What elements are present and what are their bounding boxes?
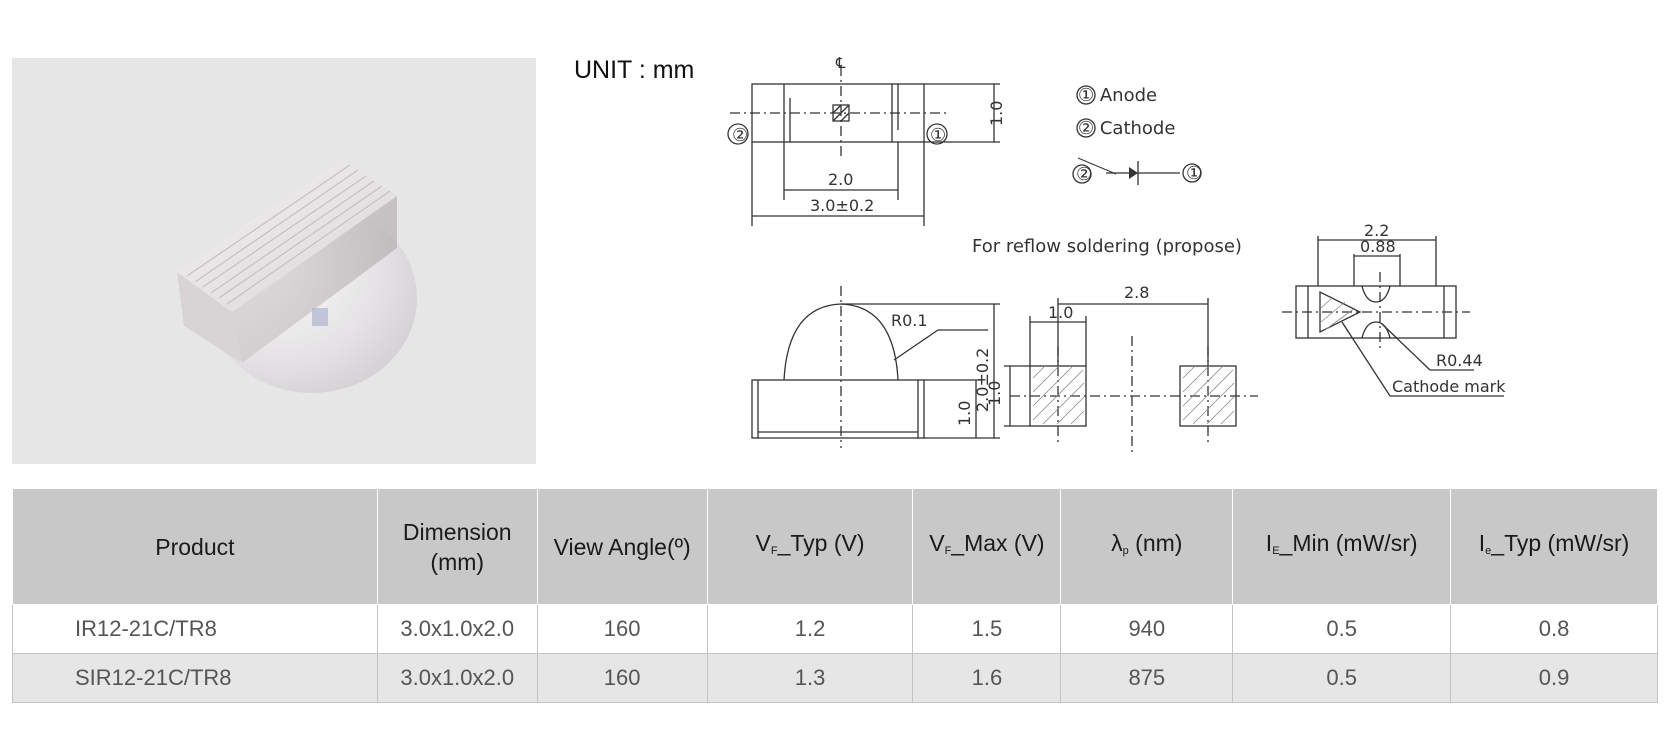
- dim-pad-height: 1.0: [985, 381, 1004, 406]
- cell-view-angle: 160: [536, 604, 708, 654]
- dim-side-total: 2.0±0.2: [973, 348, 992, 412]
- dimension-drawing: ℄ ② ① 2.0 3.0±0.2 1.0 ① Anode ② Cathode …: [727, 54, 1506, 456]
- side-radius-label: R0.1: [891, 311, 928, 330]
- dim-top-height: 1.0: [987, 101, 1006, 126]
- cell-dimension: 3.0x1.0x2.0: [376, 604, 538, 654]
- cell-wavelength: 875: [1060, 653, 1234, 703]
- dim-side-body: 1.0: [955, 401, 974, 426]
- col-wavelength: λp (nm): [1060, 488, 1234, 605]
- cell-ie-typ: 0.9: [1450, 653, 1658, 703]
- pin-cathode-label: ② Cathode: [1078, 118, 1175, 139]
- pin-anode-label: ① Anode: [1078, 85, 1157, 106]
- cell-vf-max: 1.6: [912, 653, 1062, 703]
- col-view-angle: View Angle(º): [536, 488, 708, 605]
- cell-product: SIR12-21C/TR8: [12, 653, 378, 703]
- cell-wavelength: 940: [1060, 604, 1234, 654]
- product-photo: [12, 58, 536, 464]
- cell-dimension: 3.0x1.0x2.0: [376, 653, 538, 703]
- bottom-radius-label: R0.44: [1436, 351, 1483, 370]
- dim-top-inner: 2.0: [828, 170, 853, 189]
- dim-pad-span: 2.8: [1124, 283, 1149, 302]
- symbol-pin2-label: ②: [1076, 164, 1092, 185]
- unit-label: UNIT : mm: [574, 56, 695, 84]
- spec-table: Product Dimension(mm) View Angle(º) VF_T…: [12, 488, 1658, 703]
- symbol-pin1-label: ①: [1186, 163, 1202, 184]
- cell-ie-typ: 0.8: [1450, 604, 1658, 654]
- col-dimension: Dimension(mm): [376, 488, 538, 605]
- cell-ie-min: 0.5: [1232, 653, 1452, 703]
- dim-bottom-inner: 0.88: [1360, 237, 1396, 256]
- table-header-row: Product Dimension(mm) View Angle(º) VF_T…: [12, 488, 1658, 605]
- cell-product: IR12-21C/TR8: [12, 604, 378, 654]
- col-vf-typ: VF_Typ (V): [706, 488, 914, 605]
- cell-vf-max: 1.5: [912, 604, 1062, 654]
- table-row: SIR12-21C/TR8 3.0x1.0x2.0 160 1.3 1.6 87…: [12, 653, 1658, 703]
- col-vf-max: VF_Max (V): [912, 488, 1062, 605]
- reflow-title: For reflow soldering (propose): [972, 236, 1242, 257]
- dim-pad-width: 1.0: [1048, 303, 1073, 322]
- cathode-triangle: [1319, 290, 1362, 334]
- dim-bottom-outer: 2.2: [1364, 221, 1389, 240]
- cathode-mark-label: Cathode mark: [1392, 377, 1506, 396]
- top-pin1-label: ①: [930, 125, 946, 146]
- table-row: IR12-21C/TR8 3.0x1.0x2.0 160 1.2 1.5 940…: [12, 604, 1658, 654]
- col-product: Product: [12, 488, 378, 605]
- dim-top-outer: 3.0±0.2: [810, 196, 874, 215]
- side-view-body: [751, 379, 925, 439]
- col-ie-min: IE_Min (mW/sr): [1232, 488, 1452, 605]
- cell-view-angle: 160: [536, 653, 708, 703]
- led-package-image: [177, 160, 417, 393]
- cell-ie-min: 0.5: [1232, 604, 1452, 654]
- col-ie-typ: Ie_Typ (mW/sr): [1450, 488, 1658, 605]
- cell-vf-typ: 1.3: [706, 653, 914, 703]
- centerline-mark: ℄: [835, 54, 846, 72]
- top-pin2-label: ②: [732, 125, 748, 146]
- cell-vf-typ: 1.2: [706, 604, 914, 654]
